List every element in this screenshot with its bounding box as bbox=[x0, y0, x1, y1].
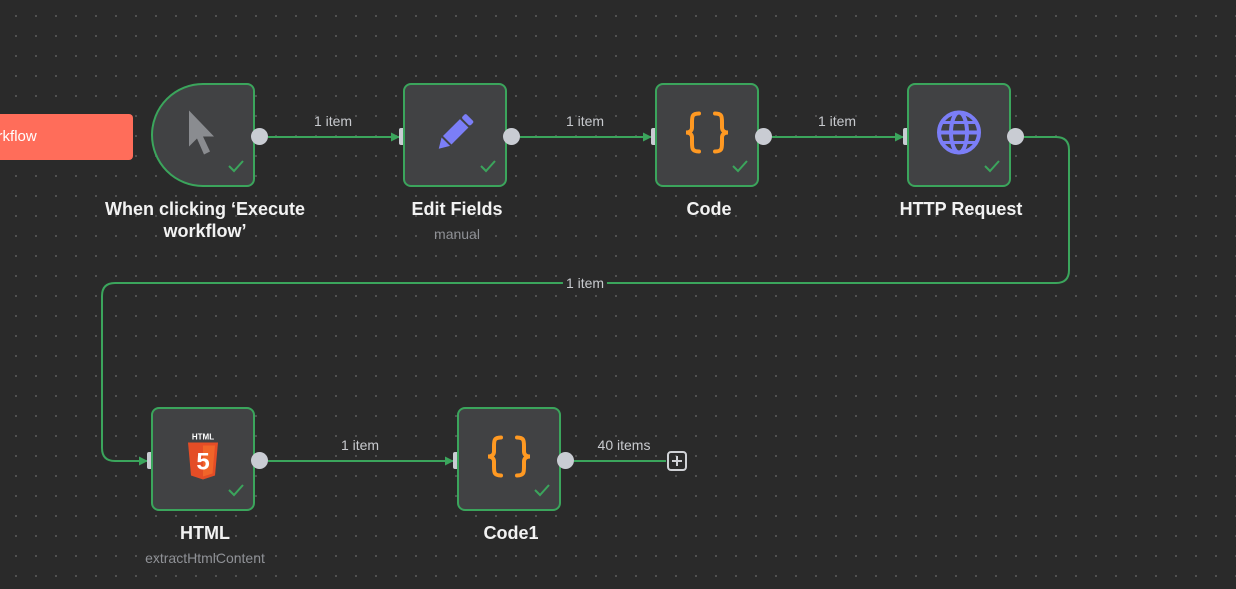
node-subtitle-edit-fields: manual bbox=[434, 226, 480, 242]
success-check-icon bbox=[731, 159, 749, 178]
node-html[interactable]: HTML 5 bbox=[151, 407, 255, 511]
http-request-output-handle[interactable] bbox=[1007, 128, 1024, 145]
execute-workflow-label: Execute workflow bbox=[0, 128, 37, 145]
plus-icon bbox=[672, 456, 682, 466]
html5-logo-number: 5 bbox=[196, 449, 209, 476]
success-check-icon bbox=[227, 159, 245, 178]
mouse-pointer-icon bbox=[186, 109, 220, 162]
success-check-icon bbox=[227, 483, 245, 502]
success-check-icon bbox=[983, 159, 1001, 178]
globe-icon bbox=[936, 110, 982, 161]
edge-label: 1 item bbox=[313, 113, 353, 129]
node-edit-fields[interactable] bbox=[403, 83, 507, 187]
node-trigger[interactable] bbox=[151, 83, 255, 187]
code1-output-handle[interactable] bbox=[557, 452, 574, 469]
edge-label: 1 item bbox=[340, 437, 380, 453]
node-title-edit-fields: Edit Fields bbox=[411, 199, 503, 219]
node-code1[interactable] bbox=[457, 407, 561, 511]
add-node-button[interactable] bbox=[667, 451, 687, 471]
trigger-output-handle[interactable] bbox=[251, 128, 268, 145]
code-output-handle[interactable] bbox=[755, 128, 772, 145]
pencil-icon bbox=[432, 110, 478, 161]
edge-label: 1 item bbox=[817, 113, 857, 129]
edit-fields-output-handle[interactable] bbox=[503, 128, 520, 145]
node-title-trigger: When clicking ‘Execute workflow’ bbox=[104, 199, 306, 241]
node-http-request[interactable] bbox=[907, 83, 1011, 187]
html5-icon: HTML 5 bbox=[185, 432, 221, 487]
code-braces-icon bbox=[683, 111, 731, 160]
node-title-code1: Code1 bbox=[483, 523, 539, 543]
edge-label: 1 item bbox=[562, 275, 608, 291]
node-title-html: HTML bbox=[180, 523, 230, 543]
html-output-handle[interactable] bbox=[251, 452, 268, 469]
node-subtitle-html: extractHtmlContent bbox=[145, 550, 265, 566]
success-check-icon bbox=[479, 159, 497, 178]
code-braces-icon bbox=[485, 435, 533, 484]
edge-label: 40 items bbox=[597, 437, 651, 453]
node-code[interactable] bbox=[655, 83, 759, 187]
node-title-code: Code bbox=[686, 199, 732, 219]
node-title-http-request: HTTP Request bbox=[899, 199, 1023, 219]
html5-logo-text: HTML bbox=[192, 433, 214, 442]
edge-label: 1 item bbox=[565, 113, 605, 129]
success-check-icon bbox=[533, 483, 551, 502]
execute-workflow-button[interactable]: Execute workflow bbox=[0, 114, 133, 160]
